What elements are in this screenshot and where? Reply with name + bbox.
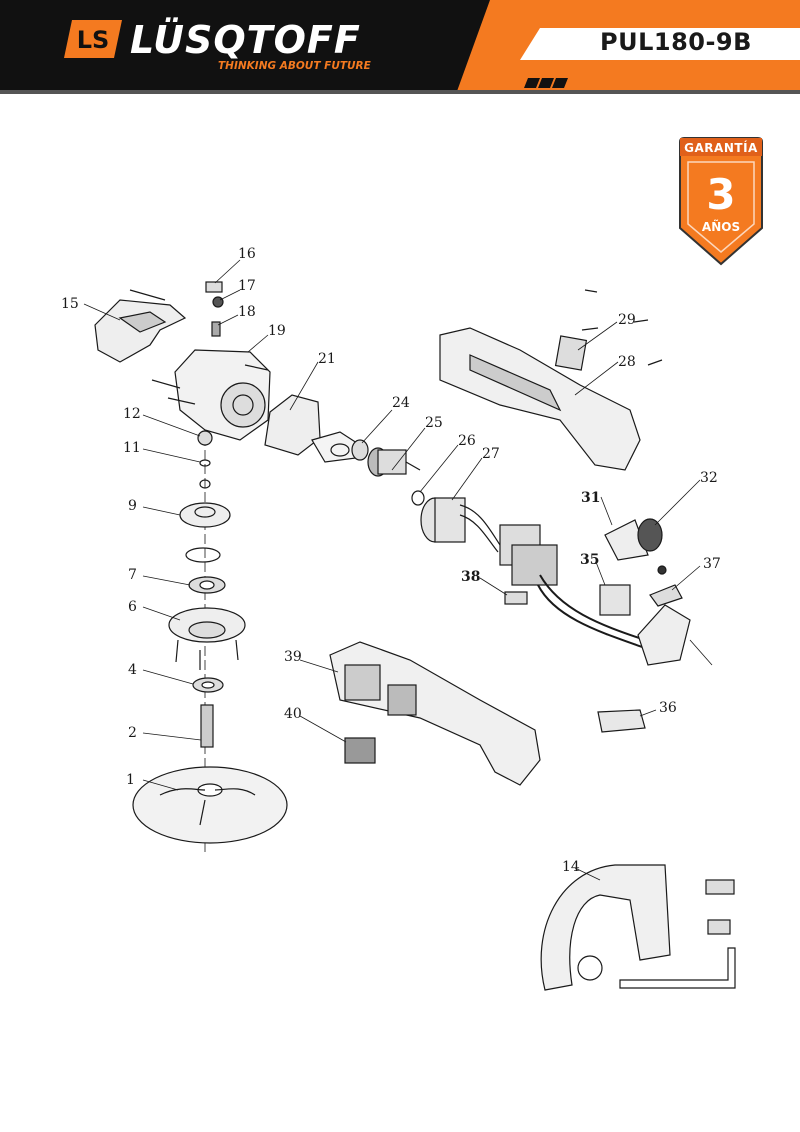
part-11-washer (199, 459, 211, 467)
part-6-bearing-plate (168, 607, 246, 643)
part-25-armature (367, 447, 421, 477)
part-label: 24 (392, 395, 410, 411)
part-label: 29 (618, 312, 636, 328)
brand-name: LÜSQTOFF (130, 18, 361, 62)
part-label: 15 (61, 296, 79, 312)
part-label: 18 (238, 304, 256, 320)
part-1-backing-pad (132, 766, 288, 844)
brand-tagline: THINKING ABOUT FUTURE (218, 60, 371, 72)
part-27-motor (420, 497, 501, 553)
part-label: 28 (618, 354, 636, 370)
part-24-bearing (351, 439, 369, 461)
part-18-pin (211, 321, 221, 337)
part-15-gear-cover (94, 299, 187, 363)
part-label: 35 (580, 552, 600, 568)
part-label: 16 (238, 246, 256, 262)
part-31-panel (604, 519, 649, 561)
logo-mark: LS (62, 18, 124, 60)
part-39-housing (329, 641, 541, 786)
part-label: 11 (123, 440, 141, 456)
part-29-plate (554, 335, 588, 371)
part-label: 14 (562, 859, 580, 875)
part-28-housing (439, 327, 641, 471)
part-label: 1 (126, 772, 135, 788)
part-17-spring (212, 296, 224, 308)
model-code: PUL180-9B (600, 28, 752, 56)
part-38-switch (504, 591, 528, 605)
part-label: 19 (268, 323, 286, 339)
part-26-washer (411, 490, 425, 506)
part-label: 12 (123, 406, 141, 422)
warranty-unit: AÑOS (701, 220, 741, 234)
part-label: 36 (659, 700, 677, 716)
part-label: 2 (128, 725, 137, 741)
part-label: 40 (284, 706, 302, 722)
part-36-cover (597, 709, 646, 733)
part-9-gear (179, 502, 231, 528)
part-37-trigger (649, 584, 683, 607)
part-label: 7 (128, 567, 137, 583)
part-label: 6 (128, 599, 137, 615)
part-32-dial (637, 518, 663, 552)
part-label: 17 (238, 278, 256, 294)
logo-mark-text: LS (77, 26, 110, 54)
warranty-title: GARANTÍA (684, 141, 758, 155)
part-label: 32 (700, 470, 718, 486)
part-label: 4 (128, 662, 137, 678)
part-14-side-handle (540, 864, 671, 991)
part-control-board (499, 524, 558, 586)
header-band: LS LÜSQTOFF THINKING ABOUT FUTURE PUL180… (0, 0, 800, 94)
part-label: 38 (461, 569, 481, 585)
part-label: 37 (703, 556, 721, 572)
part-19-gear-housing (174, 349, 271, 441)
part-12-nut (197, 430, 213, 446)
part-label: 26 (458, 433, 476, 449)
part-label: 25 (425, 415, 443, 431)
warranty-badge: GARANTÍA 3 AÑOS (674, 136, 768, 268)
part-label: 39 (284, 649, 302, 665)
part-21-baffle (264, 394, 321, 456)
part-2-spindle (200, 704, 214, 748)
part-label: 31 (581, 490, 601, 506)
part-16-brush (205, 281, 223, 293)
part-label: 9 (128, 498, 137, 514)
part-35-switch (599, 584, 631, 616)
warranty-years: 3 (706, 170, 736, 219)
part-label: 27 (482, 446, 500, 462)
part-label: 21 (318, 351, 336, 367)
part-40-vent (344, 737, 376, 764)
